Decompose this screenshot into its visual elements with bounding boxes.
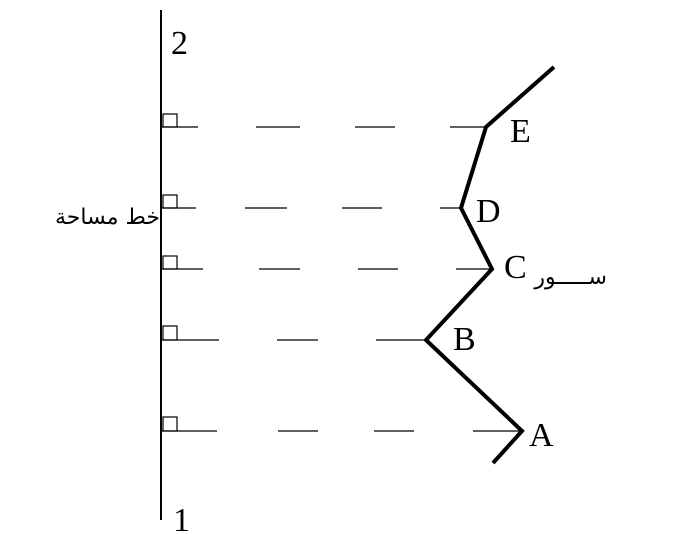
offset-line-e bbox=[161, 113, 486, 128]
offset-line-b bbox=[161, 325, 426, 341]
offset-line-c bbox=[161, 255, 492, 270]
point-label-b: B bbox=[453, 321, 476, 358]
right-angle-marker-e bbox=[162, 113, 178, 128]
survey-line-start-label: 1 bbox=[173, 502, 190, 534]
wall-line bbox=[423, 65, 556, 465]
survey-line-end-label: 2 bbox=[171, 25, 188, 62]
right-angle-marker-b bbox=[162, 325, 178, 341]
offset-line-a bbox=[161, 416, 522, 432]
point-label-c: C bbox=[504, 249, 527, 286]
point-label-e: E bbox=[510, 113, 531, 150]
survey-line-label: خط مساحة bbox=[55, 205, 160, 230]
wall-label: ســـــور bbox=[533, 265, 607, 290]
right-angle-marker-a bbox=[162, 416, 178, 432]
right-angle-marker-d bbox=[162, 194, 178, 209]
right-angle-marker-c bbox=[162, 255, 178, 270]
point-label-a: A bbox=[529, 417, 554, 454]
offset-line-d bbox=[161, 194, 461, 209]
point-label-d: D bbox=[476, 193, 501, 230]
